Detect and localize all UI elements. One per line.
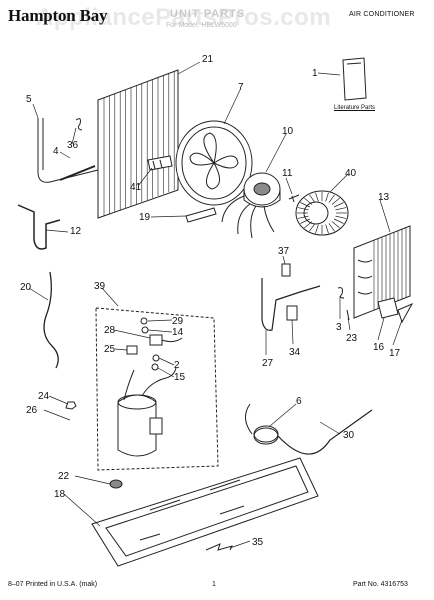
- callout-39: 39: [94, 281, 106, 292]
- callout-41: 41: [130, 182, 142, 193]
- compressor: [117, 367, 177, 457]
- callout-18: 18: [54, 489, 66, 500]
- callout-20: 20: [20, 282, 32, 293]
- blower-blade: [297, 215, 309, 219]
- section-label: AIR CONDITIONER: [349, 11, 415, 18]
- brand-title: Hampton Bay: [8, 6, 108, 25]
- capillary-tube: [261, 278, 321, 331]
- nut-2: [152, 354, 160, 362]
- callout-3: 3: [336, 322, 342, 333]
- callout-30: 30: [343, 430, 355, 441]
- callout-15: 15: [174, 372, 186, 383]
- compressor-grommet: [109, 479, 123, 489]
- blower-blade: [333, 202, 344, 208]
- blower-blade: [315, 192, 319, 202]
- deflector-bracket: [397, 302, 414, 324]
- footer-part-number: Part No. 4316753: [353, 581, 408, 588]
- callout-6: 6: [296, 396, 302, 407]
- callout-11: 11: [282, 168, 293, 179]
- retainer-clip: [337, 287, 345, 299]
- motor-support: [185, 207, 217, 223]
- grommet-29: [140, 317, 148, 325]
- callout-28: 28: [104, 325, 116, 336]
- blower-blade: [328, 194, 335, 203]
- callout-19: 19: [139, 212, 151, 223]
- callout-2: 2: [174, 360, 180, 371]
- tubing-assembly: [37, 118, 99, 183]
- blower-blade: [325, 224, 329, 234]
- callout-12: 12: [70, 226, 82, 237]
- grommet-15: [151, 363, 159, 371]
- callout-13: 13: [378, 192, 390, 203]
- callout-5: 5: [26, 94, 32, 105]
- drain-strip: [205, 543, 233, 551]
- compressor-nut: [65, 401, 77, 410]
- overload-lead: [161, 337, 183, 343]
- base-pan: [91, 457, 319, 567]
- callout-29: 29: [172, 316, 184, 327]
- callout-17: 17: [389, 348, 401, 359]
- footer-page-number: 1: [212, 581, 216, 588]
- blower-blade: [335, 215, 347, 219]
- wire-harness: [43, 271, 59, 369]
- blower-wheel: [295, 190, 349, 236]
- grommet-14: [141, 326, 149, 334]
- blower-blade: [309, 194, 316, 203]
- callout-10: 10: [282, 126, 294, 137]
- blower-blade: [304, 197, 313, 205]
- screw-23: [346, 309, 350, 321]
- mounting-screw: [288, 194, 300, 203]
- model-number: For Model: HBLW5000: [166, 22, 237, 29]
- fan-motor: [221, 172, 281, 239]
- coil-tube: [245, 403, 373, 455]
- condenser-coil: [97, 69, 179, 219]
- callout-34: 34: [289, 347, 301, 358]
- callout-27: 27: [262, 358, 274, 369]
- footer-print-info: 8–07 Printed in U.S.A. (mak): [8, 581, 98, 588]
- blower-blade: [333, 218, 344, 224]
- literature-parts-label: Literature Parts: [334, 105, 376, 111]
- callout-23: 23: [346, 333, 358, 344]
- blower-blade: [300, 202, 311, 208]
- blower-blade: [309, 223, 316, 232]
- callout-7: 7: [238, 82, 244, 93]
- blower-blade: [325, 192, 329, 202]
- evaporator-coil: [353, 225, 411, 319]
- fan-shroud: [175, 120, 253, 206]
- callout-16: 16: [373, 342, 385, 353]
- blower-blade: [304, 221, 313, 229]
- blower-blade: [328, 223, 335, 232]
- thermistor-clip: [281, 263, 291, 277]
- blower-blade: [331, 221, 340, 229]
- callout-22: 22: [58, 471, 70, 482]
- callout-24: 24: [38, 391, 50, 402]
- thermistor-block: [286, 305, 298, 321]
- leader-lines: [28, 61, 403, 549]
- terminal-cover: [149, 334, 163, 346]
- bracket: [147, 155, 173, 171]
- air-deflector: [377, 297, 399, 319]
- blower-blade: [315, 224, 319, 234]
- blower-blade: [297, 207, 309, 211]
- sheet-title: UNIT PARTS: [170, 8, 246, 20]
- callout-25: 25: [104, 344, 116, 355]
- callout-1: 1: [312, 68, 318, 79]
- compressor-assembly-box: [95, 307, 219, 471]
- callout-26: 26: [26, 405, 38, 416]
- callout-14: 14: [172, 327, 184, 338]
- blower-blade: [300, 218, 311, 224]
- literature-booklet: [342, 57, 367, 101]
- callout-35: 35: [252, 537, 264, 548]
- blower-blade: [335, 207, 347, 211]
- discharge-tube: [17, 204, 61, 250]
- blower-blade: [331, 197, 340, 205]
- callout-40: 40: [345, 168, 357, 179]
- callout-36: 36: [67, 140, 79, 151]
- callout-21: 21: [202, 54, 214, 65]
- bracket-25: [126, 345, 138, 355]
- callout-4: 4: [53, 146, 59, 157]
- callout-37: 37: [278, 246, 290, 257]
